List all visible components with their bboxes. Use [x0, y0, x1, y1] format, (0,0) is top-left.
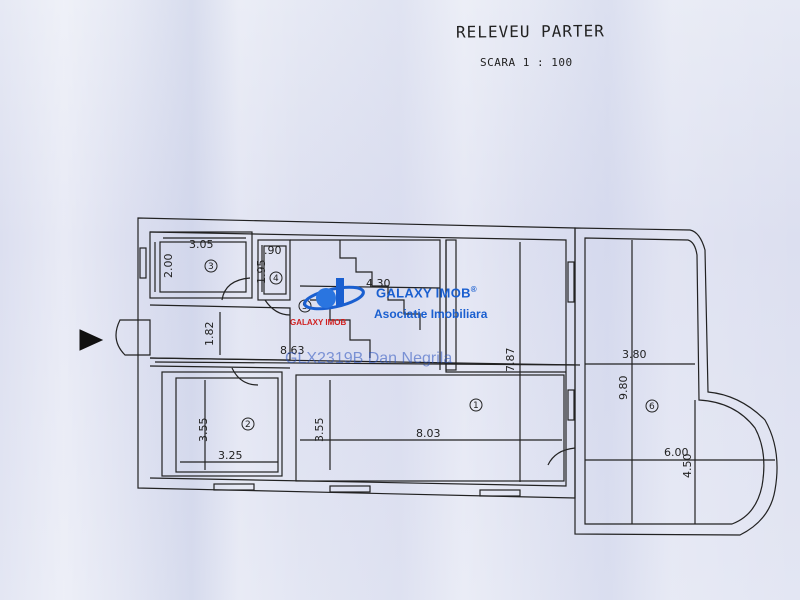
watermark-brand-text: GALAXY IMOB [376, 285, 471, 301]
door-swing [264, 299, 291, 316]
room-4-wall [257, 239, 291, 301]
dimension-label: 2.00 [162, 254, 175, 279]
room-2-wall [161, 371, 283, 477]
dim-line-863 [154, 361, 576, 366]
dimension-label: 8.63 [280, 344, 305, 357]
galaxy-logo-icon [303, 278, 365, 311]
window [213, 483, 255, 491]
room-3-inner [159, 241, 247, 293]
door-swing [115, 319, 151, 356]
dimension-label: 8.03 [416, 427, 441, 440]
room-number: 1 [473, 401, 479, 411]
room-6-wall [574, 227, 778, 536]
watermark-subtitle: Asociatie Imobiliara [374, 307, 488, 321]
corridor-line-2 [149, 365, 291, 369]
room-6-inner [584, 237, 765, 525]
room-marker [269, 271, 283, 285]
room-4-inner [263, 245, 287, 295]
watermark-small: GALAXY IMOB [290, 318, 347, 327]
room-number: 6 [649, 402, 655, 412]
dimension-label: 4.30 [366, 277, 391, 290]
room-number: 2 [245, 420, 251, 430]
registered-mark: ® [470, 285, 477, 294]
door-swing [221, 277, 251, 301]
window [567, 261, 575, 303]
window [329, 485, 371, 493]
room-marker [204, 259, 218, 273]
door-swing [547, 447, 576, 466]
dimension-label: 3.55 [313, 418, 326, 443]
dimension-label: 1.95 [255, 260, 268, 285]
watermark-reference: GLX2319B Dan Negrila [285, 350, 453, 367]
room-2-inner [175, 377, 279, 473]
corridor-line [149, 357, 581, 366]
dimension-label: 1.82 [203, 322, 216, 347]
dimension-label: 7.87 [504, 348, 517, 373]
room-marker [241, 417, 255, 431]
room-3-wall [149, 231, 253, 299]
window [139, 247, 147, 279]
watermark-brand: GALAXY IMOB® [376, 285, 477, 300]
room-marker [469, 398, 483, 412]
entrance-arrow-icon [79, 329, 104, 351]
dimension-label: 9.80 [617, 376, 630, 401]
dim-line-430 [299, 285, 441, 289]
room-1-inner [295, 374, 565, 482]
plan-scale: SCARA 1 : 100 [480, 56, 573, 69]
door-swing [231, 367, 259, 386]
window [479, 489, 521, 497]
dimension-label: .90 [264, 244, 282, 257]
dimension-label: 3.55 [197, 418, 210, 443]
outer-wall-inner [149, 231, 567, 487]
dimension-label: 6.00 [664, 446, 689, 459]
stairs-steps [339, 240, 421, 330]
dimension-label: 3.25 [218, 449, 243, 462]
dimension-label: 3.05 [189, 238, 214, 251]
room-number: 3 [208, 262, 214, 272]
window [567, 389, 575, 421]
dimension-label: 3.80 [622, 348, 647, 361]
room-number: 4 [273, 274, 279, 284]
dimension-label: 4.50 [681, 454, 694, 479]
room-marker [645, 399, 659, 413]
wall-block [445, 239, 457, 371]
